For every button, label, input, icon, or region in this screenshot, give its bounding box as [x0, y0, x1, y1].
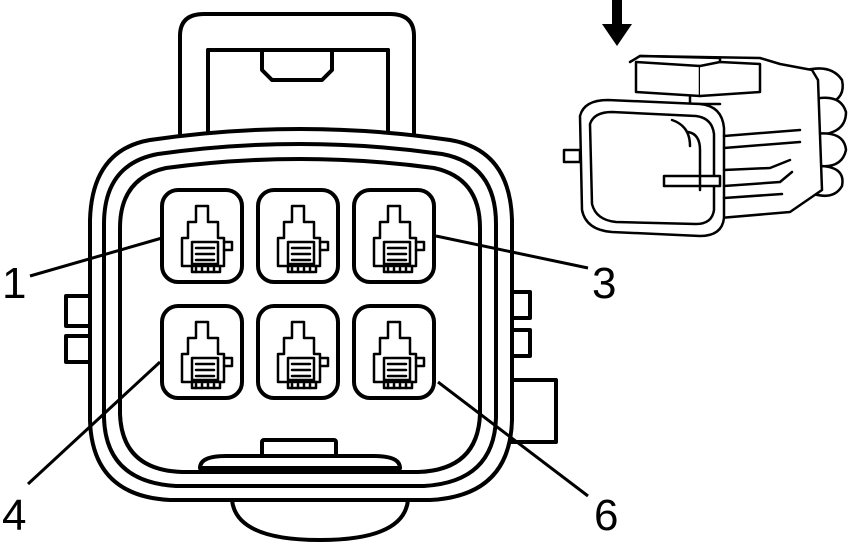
cavity-1: [160, 188, 244, 284]
leader-line-3: [435, 234, 589, 270]
cavity-4: [160, 304, 244, 400]
connector-isometric-view: [562, 54, 848, 238]
cavity-3: [352, 188, 436, 284]
leader-line-6: [437, 380, 589, 498]
cavity-2: [256, 188, 340, 284]
leader-line-4: [26, 360, 162, 486]
pin-label-1: 1: [2, 259, 26, 308]
cavity-6: [352, 304, 436, 400]
pin-label-6: 6: [594, 491, 618, 540]
leader-line-1: [29, 236, 163, 278]
key-notch: [260, 438, 338, 458]
locking-latch: [178, 12, 416, 152]
pin-label-4: 4: [2, 491, 26, 540]
housing-rim: [102, 142, 498, 488]
arrow-down-icon: [602, 0, 632, 46]
bottom-tab: [230, 498, 410, 542]
pin-label-3: 3: [592, 259, 616, 308]
cavity-5: [256, 304, 340, 400]
